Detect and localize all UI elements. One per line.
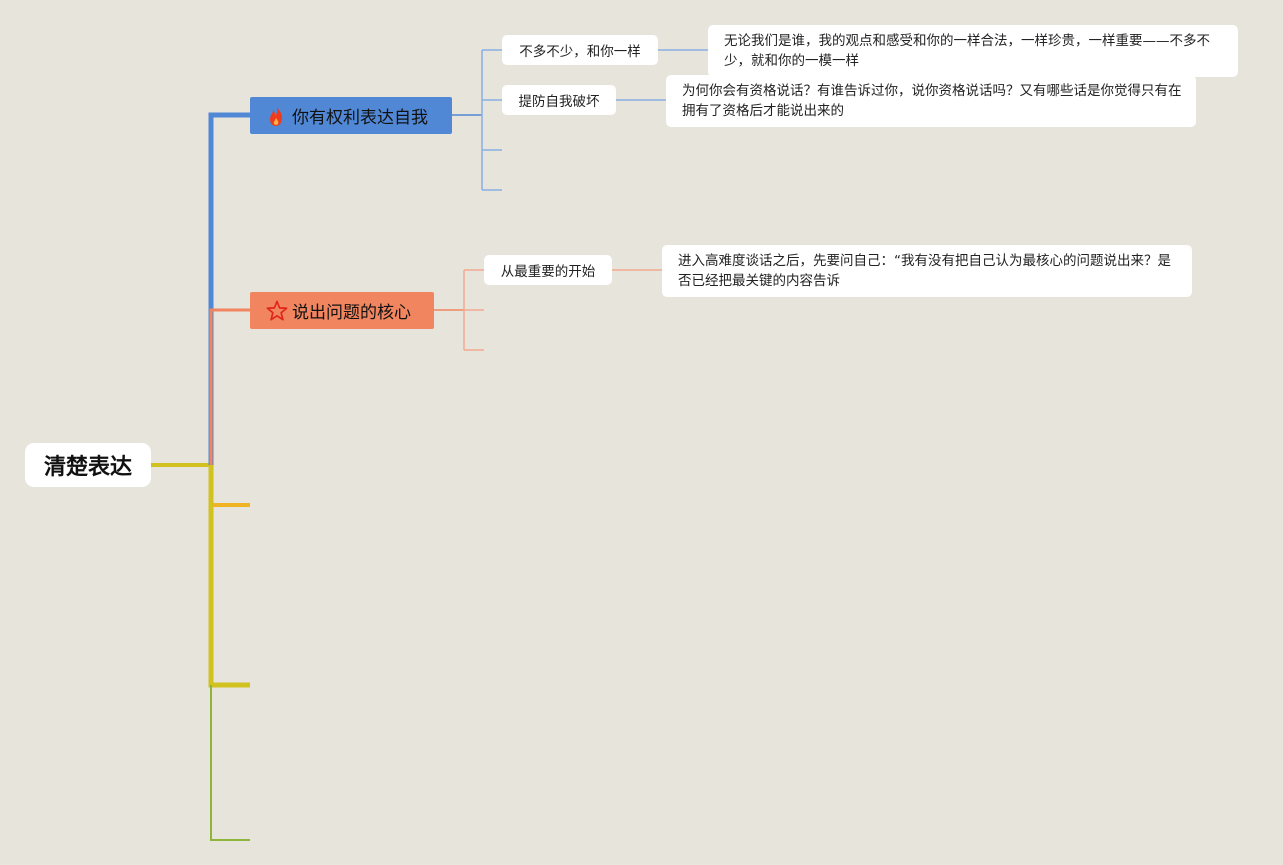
topic-core-issue[interactable]: 说出问题的核心: [250, 292, 434, 329]
fire-icon: [266, 105, 288, 127]
branch-line-olive: [208, 465, 250, 688]
branch-line-orange: [209, 308, 250, 465]
note-beware-self-sabotage[interactable]: 为何你会有资格说话？有谁告诉过你，说你资格说话吗？又有哪些话是你觉得只有在 拥有…: [666, 75, 1196, 127]
star-icon: [266, 300, 288, 322]
root-label: 清楚表达: [43, 455, 132, 480]
subtopic-beware-self-sabotage[interactable]: 提防自我破坏: [502, 85, 616, 115]
topic-express-yourself[interactable]: 你有权利表达自我: [250, 97, 452, 134]
subtopic-same-as-you[interactable]: 不多不少，和你一样: [502, 35, 658, 65]
branch-line-blue: [208, 112, 250, 465]
note-start-with-most-important[interactable]: 进入高难度谈话之后，先要问自己：“我有没有把自己认为最核心的问题说出来？是 否已…: [662, 245, 1192, 297]
topic-label: 说出问题的核心: [292, 303, 411, 323]
note-text: 进入高难度谈话之后，先要问自己：“我有没有把自己认为最核心的问题说出来？是 否已…: [678, 253, 1171, 289]
note-text: 为何你会有资格说话？有谁告诉过你，说你资格说话吗？又有哪些话是你觉得只有在 拥有…: [682, 83, 1182, 119]
topic-label: 你有权利表达自我: [292, 108, 428, 128]
branch-line-green: [210, 685, 250, 841]
subtopic-label: 不多不少，和你一样: [519, 44, 641, 60]
subtopic-start-with-most-important[interactable]: 从最重要的开始: [484, 255, 612, 285]
subtopic-label: 从最重要的开始: [500, 264, 596, 280]
root-node[interactable]: 清楚表达: [25, 443, 151, 487]
subtopic-label: 提防自我破坏: [518, 94, 600, 110]
note-same-as-you[interactable]: 无论我们是谁，我的观点和感受和你的一样合法，一样珍贵，一样重要——不多不 少，就…: [708, 25, 1238, 77]
branch-line-yellow: [209, 465, 250, 507]
note-text: 无论我们是谁，我的观点和感受和你的一样合法，一样珍贵，一样重要——不多不 少，就…: [724, 33, 1210, 69]
